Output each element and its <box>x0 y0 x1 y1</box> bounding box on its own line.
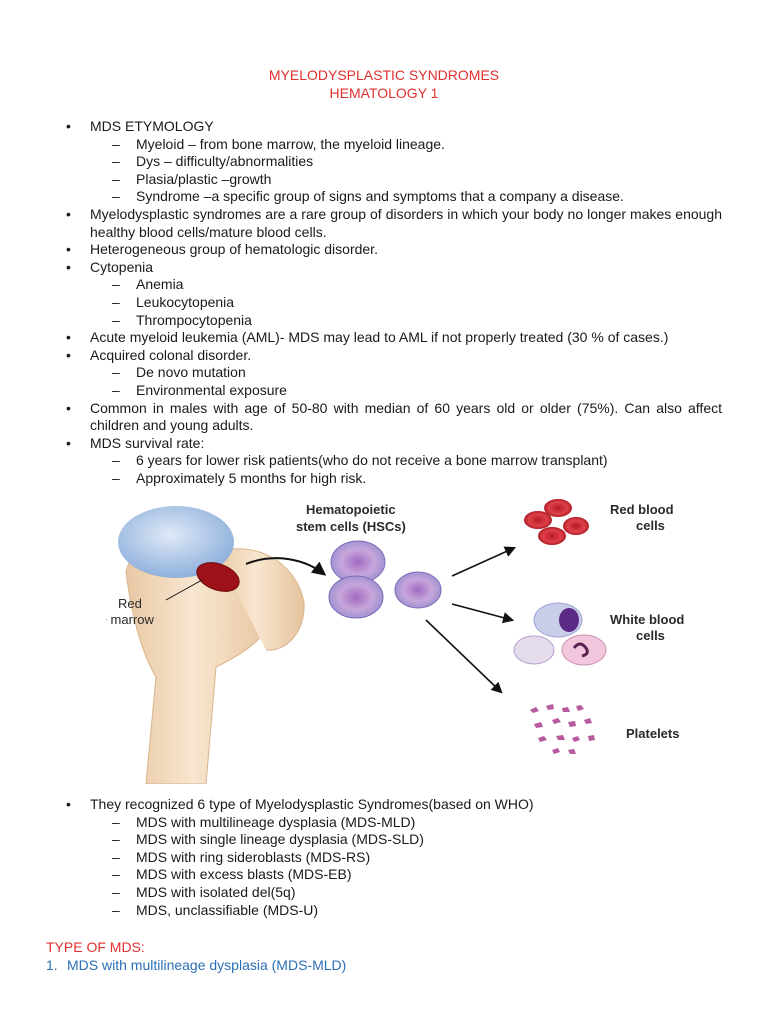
red-blood-cells <box>524 499 589 545</box>
wbc-label-1: White blood <box>610 612 684 627</box>
sub-item: MDS with isolated del(5q) <box>62 884 722 902</box>
platelets <box>530 704 595 754</box>
sub-item: Syndrome –a specific group of signs and … <box>62 188 722 206</box>
sub-item: MDS with multilineage dysplasia (MDS-MLD… <box>62 814 722 832</box>
type-item-number: 1. <box>46 957 58 973</box>
sub-item: Environmental exposure <box>62 382 722 400</box>
type-of-mds-heading: TYPE OF MDS: <box>46 939 145 955</box>
sub-item: Thrompocytopenia <box>62 312 722 330</box>
who-classification-list: They recognized 6 type of Myelodysplasti… <box>62 796 722 919</box>
stem-cells <box>328 540 442 619</box>
bullet-survival: MDS survival rate: <box>62 435 722 453</box>
overview-list: MDS ETYMOLOGY Myeloid – from bone marrow… <box>62 118 722 487</box>
femur-bone <box>118 506 305 784</box>
marrow-label-1: Red <box>118 596 142 611</box>
sub-item: Plasia/plastic –growth <box>62 171 722 189</box>
bullet-rare-group: Myelodysplastic syndromes are a rare gro… <box>62 206 722 241</box>
sub-item: MDS with ring sideroblasts (MDS-RS) <box>62 849 722 867</box>
hematopoiesis-illustration: Red bone marrow Hematopoietic stem cells… <box>106 499 684 784</box>
sub-item: MDS with excess blasts (MDS-EB) <box>62 866 722 884</box>
sub-item: Dys – difficulty/abnormalities <box>62 153 722 171</box>
bullet-cytopenia: Cytopenia <box>62 259 722 277</box>
bullet-common: Common in males with age of 50-80 with m… <box>62 400 722 435</box>
red-marrow-patch <box>196 562 240 592</box>
rbc-label-1: Red blood <box>610 502 674 517</box>
hsc-label-2: stem cells (HSCs) <box>296 519 406 534</box>
sub-item: MDS, unclassifiable (MDS-U) <box>62 902 722 920</box>
sub-item: MDS with single lineage dysplasia (MDS-S… <box>62 831 722 849</box>
sub-item: Myeloid – from bone marrow, the myeloid … <box>62 136 722 154</box>
sub-item: Anemia <box>62 276 722 294</box>
hsc-label-1: Hematopoietic <box>306 502 396 517</box>
bullet-aml: Acute myeloid leukemia (AML)- MDS may le… <box>62 329 722 347</box>
type-item-text: MDS with multilineage dysplasia (MDS-MLD… <box>67 957 347 973</box>
rbc-label-2: cells <box>636 518 665 533</box>
document-title: MYELODYSPLASTIC SYNDROMES <box>268 67 500 83</box>
bullet-acquired: Acquired colonal disorder. <box>62 347 722 365</box>
document-subtitle: HEMATOLOGY 1 <box>329 85 439 101</box>
bullet-etymology: MDS ETYMOLOGY <box>62 118 722 136</box>
sub-item: De novo mutation <box>62 364 722 382</box>
cartilage-cap <box>118 506 234 578</box>
sub-item: Leukocytopenia <box>62 294 722 312</box>
type-item-1: 1. MDS with multilineage dysplasia (MDS-M… <box>46 956 346 974</box>
wbc-label-2: cells <box>636 628 665 643</box>
sub-item: 6 years for lower risk patients(who do n… <box>62 452 722 470</box>
bullet-who: They recognized 6 type of Myelodysplasti… <box>62 796 722 814</box>
marrow-label-2: bone marrow <box>106 612 154 627</box>
sub-item: Approximately 5 months for high risk. <box>62 470 722 488</box>
bullet-heterogeneous: Heterogeneous group of hematologic disor… <box>62 241 722 259</box>
white-blood-cells <box>513 602 607 666</box>
platelets-label: Platelets <box>626 726 679 741</box>
